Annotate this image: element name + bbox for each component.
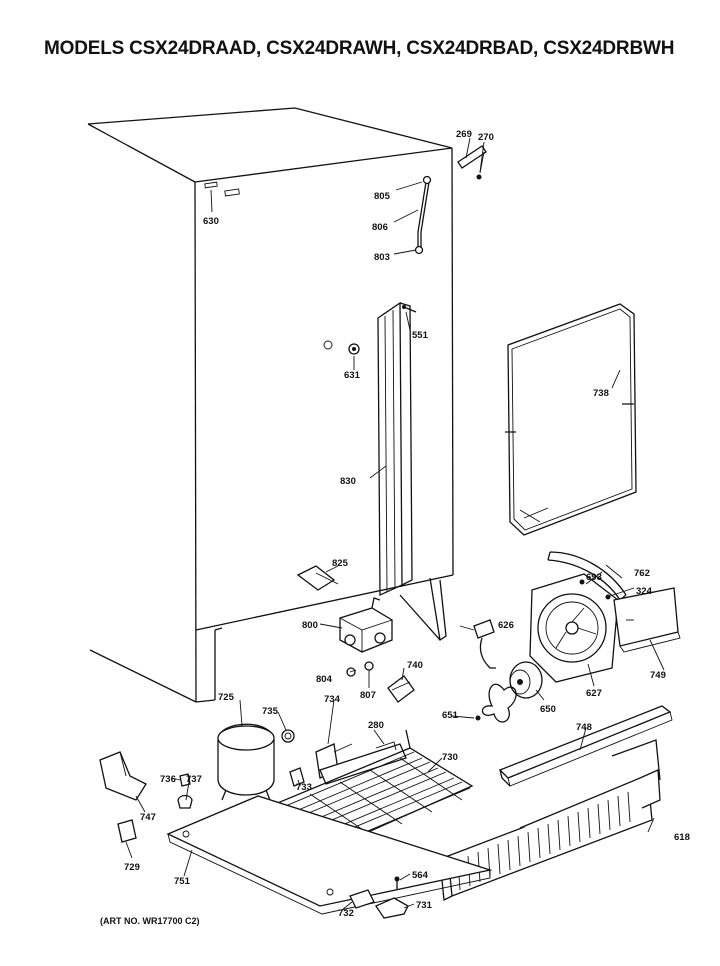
part-label-270: 270 (478, 132, 494, 143)
part-label-748: 748 (576, 722, 592, 733)
part-label-650: 650 (540, 704, 556, 715)
capacitor-729 (117, 819, 137, 843)
part-label-807: 807 (360, 690, 376, 701)
part-label-733: 733 (296, 782, 312, 793)
part-label-736: 736 (160, 774, 176, 785)
gasket-738 (505, 303, 637, 536)
part-labels: 269 270 805 806 803 630 551 631 738 830 … (124, 129, 690, 919)
bracket-747 (99, 751, 147, 801)
part-label-804: 804 (316, 674, 333, 685)
leader-lines (125, 137, 665, 911)
part-label-734: 734 (324, 694, 341, 705)
small-parts (349, 876, 409, 919)
part-label-725: 725 (218, 692, 235, 703)
base-751 (166, 795, 493, 915)
clip-740 (387, 675, 415, 703)
screw-551 (402, 305, 417, 313)
part-label-324: 324 (636, 586, 653, 597)
part-label-651: 651 (442, 710, 459, 721)
relay-735 (281, 729, 305, 787)
part-label-762: 762 (634, 568, 650, 579)
harness-626 (473, 619, 496, 669)
art-number: (ART NO. WR17700 C2) (100, 916, 200, 926)
connector-269 (457, 145, 487, 180)
part-label-740: 740 (407, 660, 423, 671)
part-label-751: 751 (174, 876, 191, 887)
part-label-737: 737 (186, 774, 202, 785)
part-label-280: 280 (368, 720, 384, 731)
water-valve-800 (339, 597, 393, 653)
part-label-269: 269 (456, 129, 472, 140)
rail-748 (498, 705, 673, 787)
channel-830 (377, 301, 413, 597)
part-label-747: 747 (140, 812, 156, 823)
part-label-806: 806 (372, 222, 388, 233)
page-title: MODELS CSX24DRAAD, CSX24DRAWH, CSX24DRBA… (44, 38, 675, 59)
cabinet (87, 107, 454, 703)
part-label-803: 803 (374, 252, 390, 263)
fan-blade-651 (475, 683, 517, 723)
grommet-631 (348, 343, 360, 355)
part-label-730: 730 (442, 752, 458, 763)
duct-762 (547, 551, 627, 601)
part-label-551: 551 (412, 330, 429, 341)
water-tube-806 (414, 175, 432, 255)
part-label-631: 631 (344, 370, 361, 381)
part-label-564: 564 (412, 870, 429, 881)
part-label-738: 738 (593, 388, 609, 399)
part-label-749: 749 (650, 670, 666, 681)
part-label-693: 693 (586, 572, 602, 583)
part-label-825: 825 (332, 558, 349, 569)
part-label-830: 830 (340, 476, 356, 487)
grille-618 (439, 739, 661, 902)
part-label-626: 626 (498, 620, 514, 631)
grommets-736-737 (177, 773, 193, 809)
part-label-731: 731 (416, 900, 433, 911)
bracket-825 (296, 565, 339, 591)
compressor-725 (217, 723, 275, 801)
part-label-732: 732 (338, 908, 354, 919)
part-label-630: 630 (203, 216, 219, 227)
fan-motor-650 (509, 661, 543, 699)
fan-shroud-627 (529, 573, 619, 683)
part-label-805: 805 (374, 191, 391, 202)
part-label-627: 627 (586, 688, 602, 699)
part-label-735: 735 (262, 706, 279, 717)
part-label-800: 800 (302, 620, 318, 631)
part-label-618: 618 (674, 832, 690, 843)
part-label-729: 729 (124, 862, 140, 873)
panel-749 (613, 587, 681, 653)
drain-pan-280 (319, 741, 407, 785)
